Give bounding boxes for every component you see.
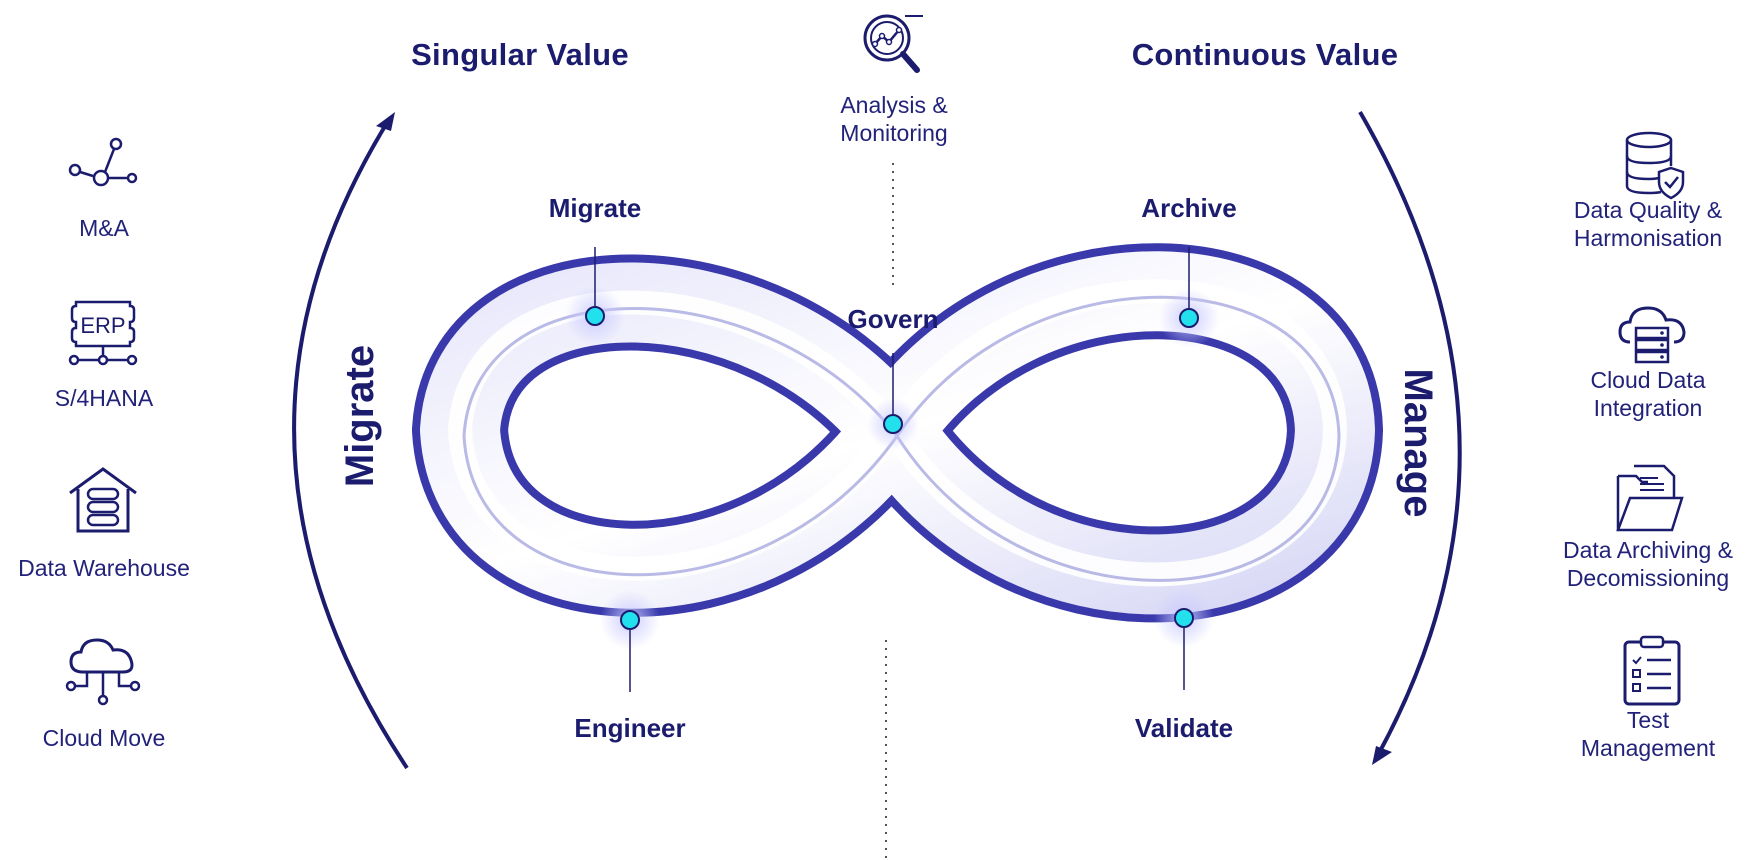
analysis-search-icon: [863, 14, 923, 73]
left-service-label-ma: M&A: [79, 215, 129, 241]
erp-icon: ERP: [68, 300, 138, 366]
manage-side-label: Manage: [1396, 368, 1440, 518]
govern-node-dot[interactable]: [883, 414, 903, 434]
migrate-side-label: Migrate: [338, 344, 382, 488]
validate-node-dot[interactable]: [1174, 608, 1194, 628]
left-arc-arrow: [292, 116, 409, 770]
right-service-label-cloud-data: Cloud Data Integration: [1590, 367, 1706, 421]
right-arc-arrowhead: [1372, 746, 1392, 765]
erp-icon-text: ERP: [80, 313, 125, 338]
left-service-label-s4hana: S/4HANA: [54, 385, 154, 411]
warehouse-icon: [69, 467, 137, 533]
right-service-label-archiving: Data Archiving & Decomissioning: [1562, 537, 1734, 591]
right-arc-arrow: [1358, 110, 1462, 756]
engineer-node-dot[interactable]: [620, 610, 640, 630]
archive-node-dot[interactable]: [1179, 308, 1199, 328]
migrate-node-label: Migrate: [548, 193, 642, 223]
clipboard-checklist-icon: [1623, 635, 1681, 706]
govern-node-label: Govern: [847, 304, 939, 334]
cloud-server-icon: [1618, 306, 1686, 364]
engineer-node-label: Engineer: [574, 713, 686, 743]
database-shield-icon: [1625, 131, 1685, 200]
validate-node-label: Validate: [1134, 713, 1234, 743]
folder-document-icon: [1616, 464, 1684, 532]
singular-value-heading: Singular Value: [411, 37, 629, 72]
left-arc-arrowhead: [376, 112, 395, 131]
right-service-label-test: Test Management: [1580, 707, 1716, 761]
network-nodes-icon: [68, 137, 138, 187]
archive-node-label: Archive: [1141, 193, 1237, 223]
right-service-label-data-quality: Data Quality & Harmonisation: [1573, 197, 1723, 251]
analysis-monitoring-label: Analysis & Monitoring: [840, 92, 948, 146]
continuous-value-heading: Continuous Value: [1131, 37, 1399, 72]
migrate-node-dot[interactable]: [585, 306, 605, 326]
left-service-label-cloud-move: Cloud Move: [42, 725, 166, 751]
cloud-network-icon: [65, 638, 141, 706]
left-service-label-warehouse: Data Warehouse: [18, 555, 190, 581]
